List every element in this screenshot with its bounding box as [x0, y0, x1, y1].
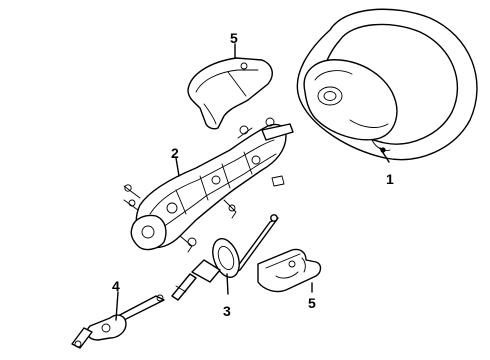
- callout-5-lower: 5: [308, 295, 316, 311]
- steering-wheel: [296, 8, 478, 161]
- lower-shaft: [71, 294, 165, 349]
- callout-3: 3: [223, 303, 231, 319]
- column-shroud-lower: [257, 248, 322, 293]
- callout-1: 1: [386, 171, 394, 187]
- steering-column-assembly: [123, 117, 294, 253]
- callout-2: 2: [171, 145, 179, 161]
- intermediate-shaft: [171, 214, 279, 301]
- callout-4: 4: [112, 278, 120, 294]
- column-shroud-upper: [187, 57, 273, 130]
- leader-lines: [115, 43, 390, 321]
- callout-5-upper: 5: [230, 30, 238, 46]
